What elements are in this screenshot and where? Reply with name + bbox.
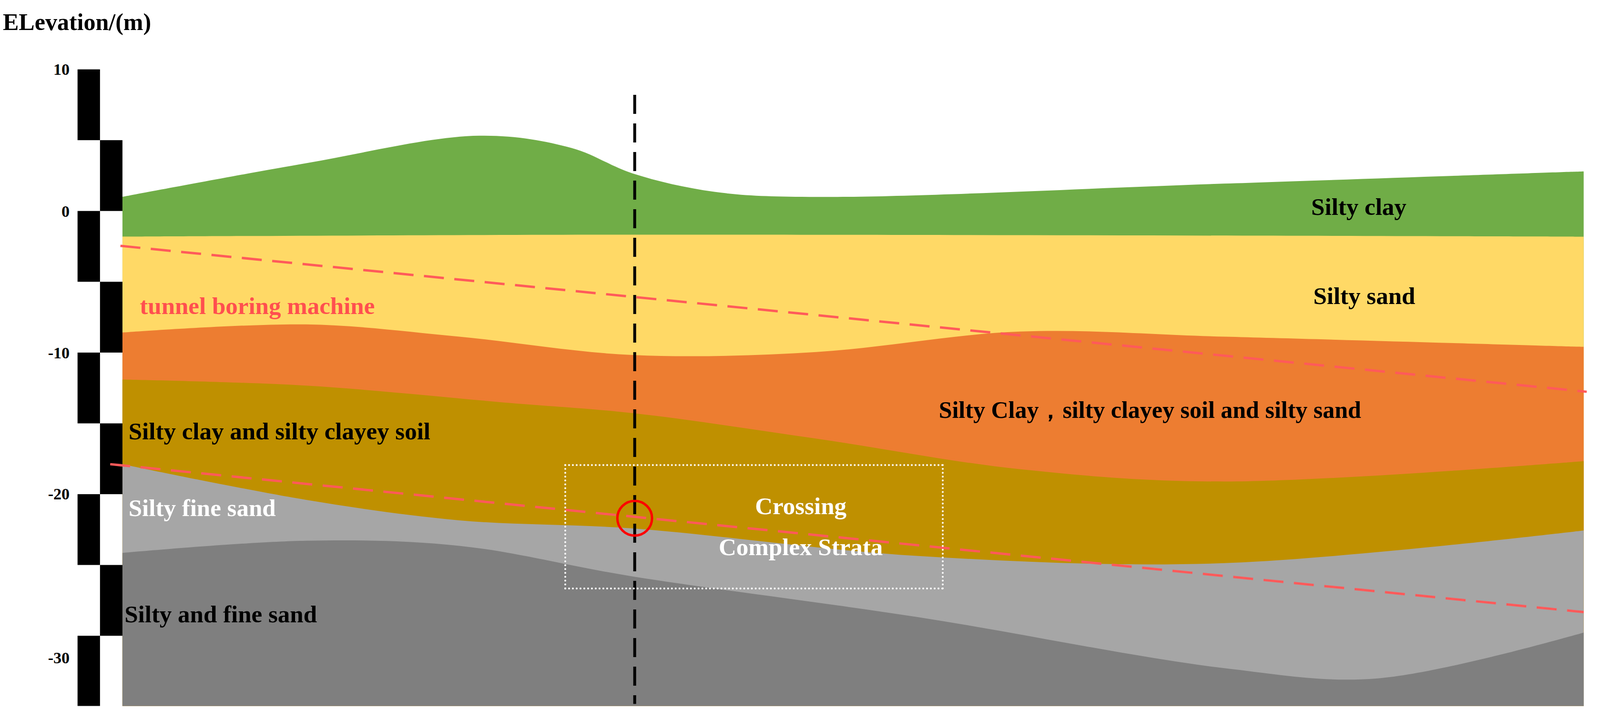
axis-tick-label: -20 bbox=[48, 484, 70, 504]
scale-block bbox=[100, 281, 123, 353]
scale-block bbox=[77, 494, 101, 566]
layer-name: Silty fine sand bbox=[128, 494, 276, 523]
scale-block bbox=[100, 565, 123, 637]
scale-block bbox=[100, 423, 123, 495]
dotted-region-box: Crossing Complex Strata bbox=[564, 464, 944, 590]
crossing-point bbox=[617, 500, 653, 536]
silty-sand-layer bbox=[122, 234, 1584, 706]
layer-name: Silty and fine sand bbox=[124, 600, 317, 629]
silty-clay-layer bbox=[122, 135, 1584, 707]
mixed-clay-sand-layer bbox=[122, 324, 1584, 707]
region-label: Crossing Complex Strata bbox=[714, 486, 888, 568]
tunnel-label: tunnel boring machine bbox=[139, 292, 375, 321]
tunnel-line bbox=[110, 464, 1584, 612]
scale-block bbox=[77, 352, 101, 424]
axis-tick-label: 10 bbox=[53, 60, 70, 79]
axis-tick-label: 0 bbox=[61, 202, 70, 221]
scale-block bbox=[77, 211, 101, 283]
layer-name: Silty clay bbox=[1311, 193, 1407, 222]
layer-name: Silty clay and silty clayey soil bbox=[128, 417, 431, 446]
axis-tick-label: -10 bbox=[48, 343, 70, 363]
fine-sand-layer bbox=[122, 464, 1584, 706]
clay-soil-layer bbox=[122, 379, 1584, 706]
sand-layer bbox=[122, 540, 1584, 707]
section-line bbox=[633, 94, 637, 704]
tunnel-line bbox=[120, 245, 1588, 392]
scale-block bbox=[77, 69, 101, 141]
scale-block bbox=[100, 140, 123, 212]
axis-title: ELevation/(m) bbox=[2, 8, 152, 37]
scale-block bbox=[77, 635, 101, 706]
axis-tick-label: -30 bbox=[48, 648, 70, 668]
layer-name: Silty Clay，silty clayey soil and silty s… bbox=[938, 396, 1362, 425]
layer-name: Silty sand bbox=[1313, 282, 1416, 311]
